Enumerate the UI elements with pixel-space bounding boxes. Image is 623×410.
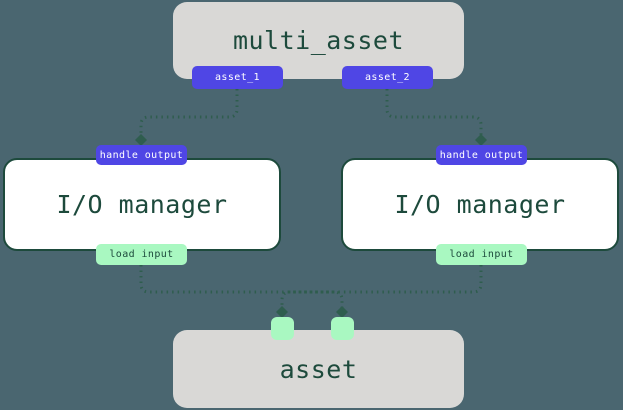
badge-load-input-left[interactable]: load input	[96, 244, 187, 265]
node-io-manager-right-label: I/O manager	[394, 190, 566, 219]
node-io-manager-right[interactable]: I/O manager	[341, 158, 619, 251]
badge-load-input-right[interactable]: load input	[436, 244, 527, 265]
badge-asset-input-right[interactable]	[331, 317, 354, 340]
badge-handle-output-right[interactable]: handle output	[436, 145, 527, 165]
badge-asset-2-output[interactable]: asset_2	[342, 66, 433, 89]
node-multi-asset-label: multi_asset	[232, 26, 405, 55]
node-asset-label: asset	[279, 354, 358, 384]
edge-load-input-left-to-asset-input-right	[139, 265, 344, 312]
badge-handle-output-left[interactable]: handle output	[96, 145, 187, 165]
edge-load-input-right-to-asset-input-left	[280, 265, 483, 312]
badge-asset-input-left[interactable]	[271, 317, 294, 340]
node-asset[interactable]: asset	[173, 330, 464, 408]
edge-asset-2-to-handle-output-right	[385, 89, 483, 140]
edge-asset-1-to-handle-output-left	[139, 89, 239, 140]
node-io-manager-left[interactable]: I/O manager	[3, 158, 281, 251]
badge-asset-1-output[interactable]: asset_1	[192, 66, 283, 89]
node-io-manager-left-label: I/O manager	[56, 190, 228, 219]
